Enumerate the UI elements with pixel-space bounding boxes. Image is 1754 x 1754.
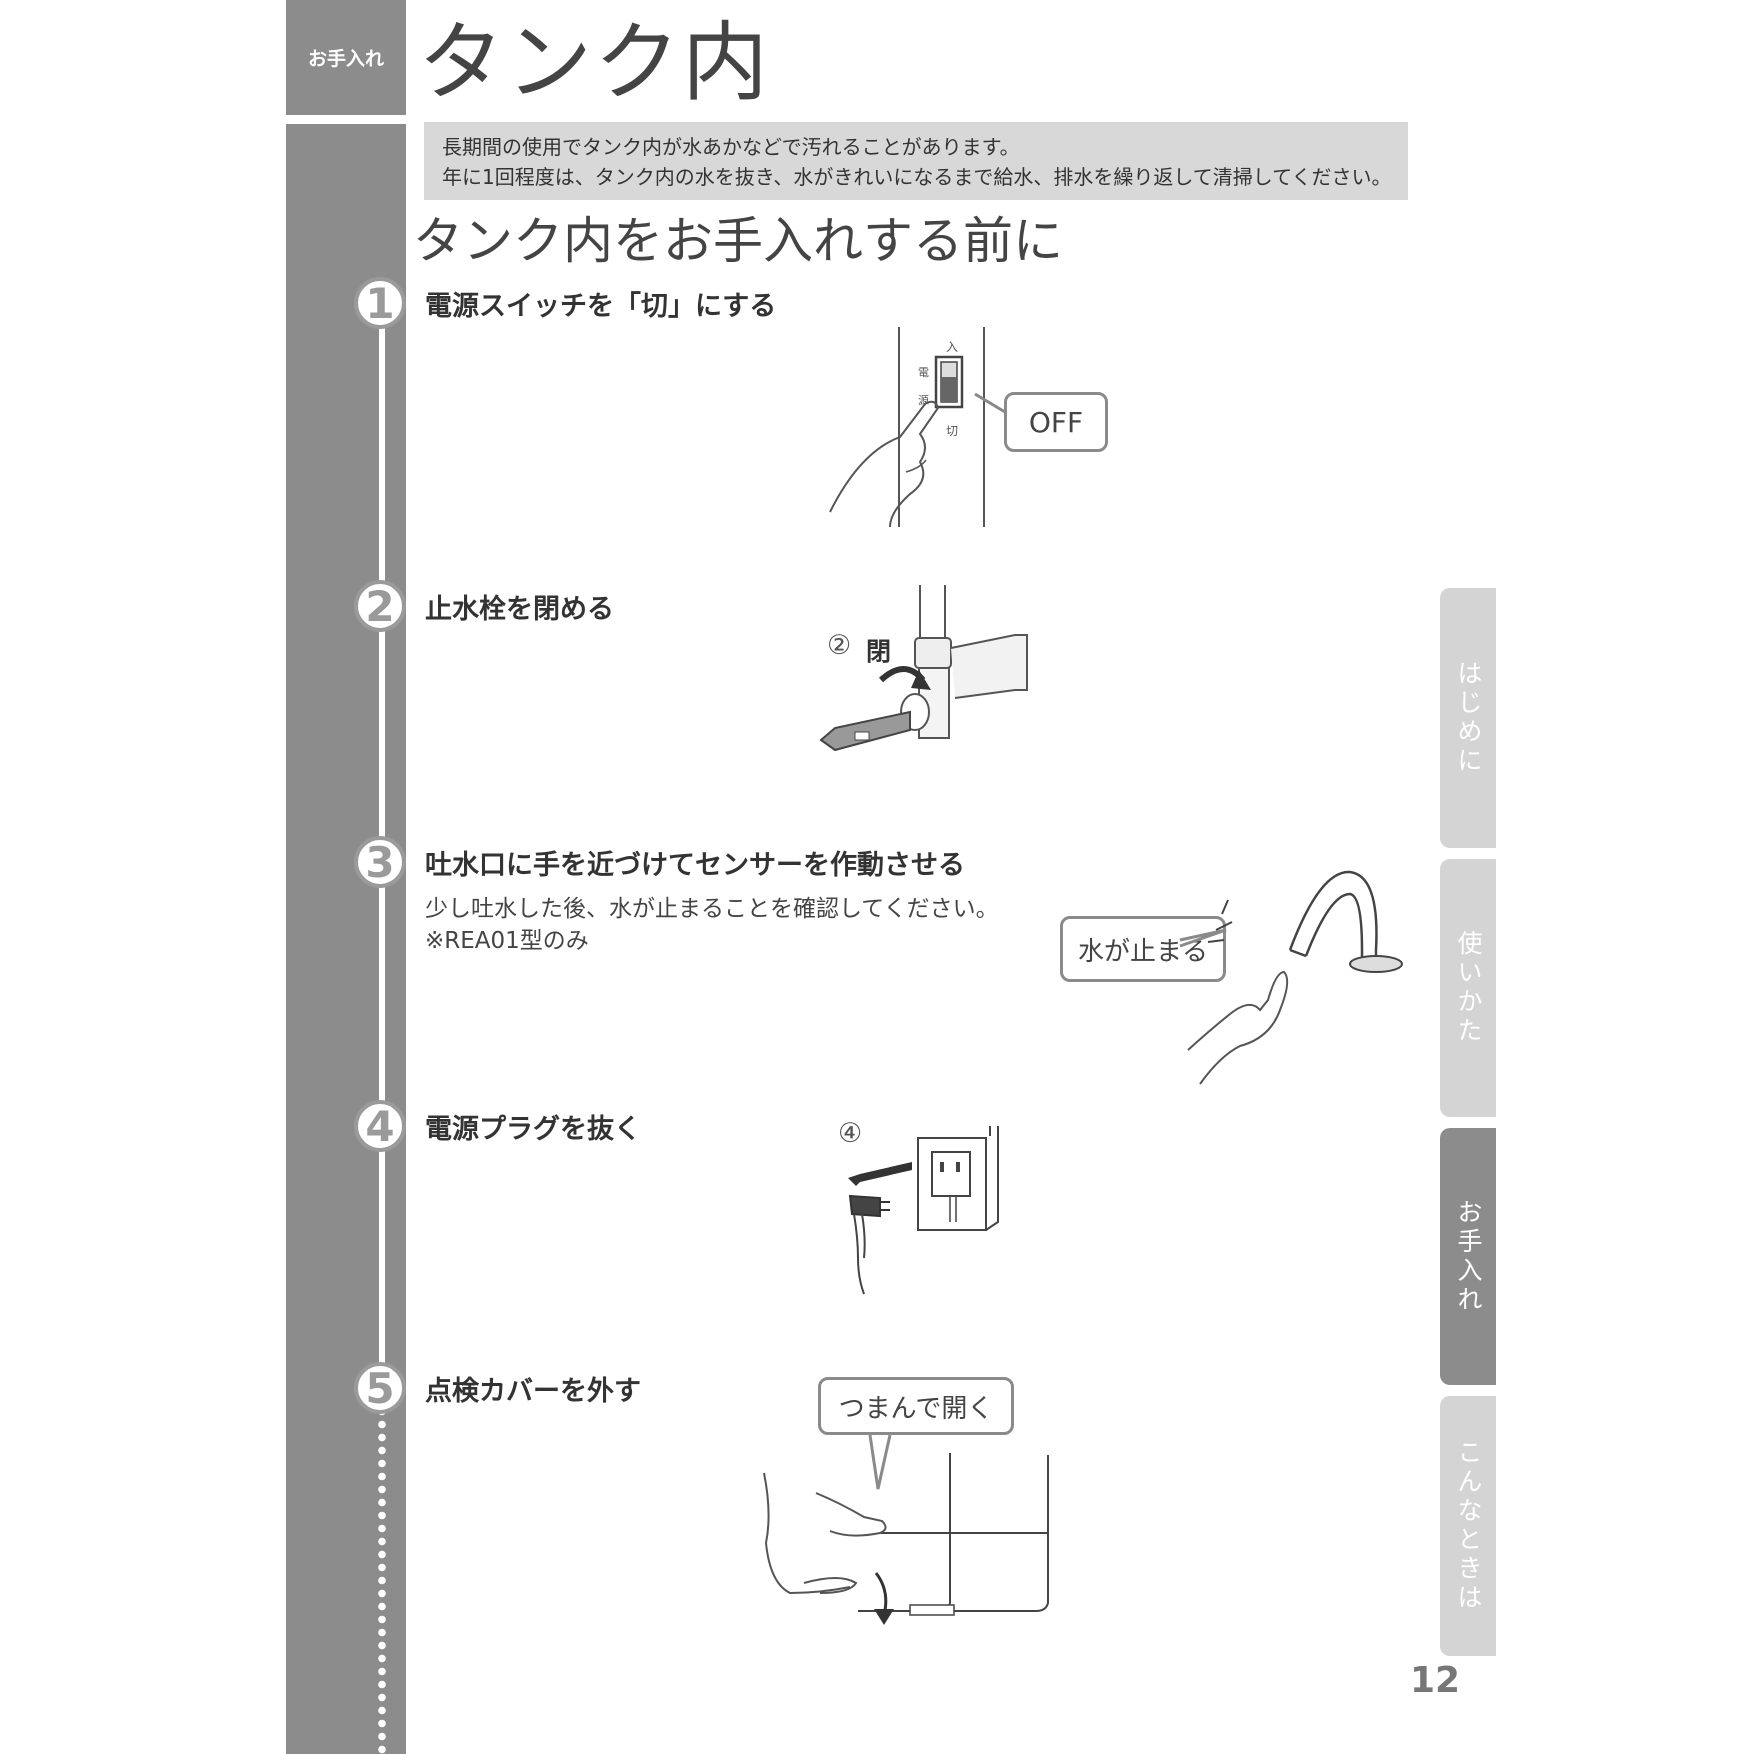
tab-introduction[interactable]: はじめに [1440, 588, 1496, 848]
step-heading-2: 止水栓を閉める [425, 594, 614, 625]
step-number-3: 3 [354, 836, 406, 888]
tab-usage[interactable]: 使いかた [1440, 859, 1496, 1117]
switch-side-label-2: 源 [918, 394, 929, 407]
page-title: タンク内 [418, 13, 770, 113]
off-callout: OFF [1004, 392, 1108, 452]
step-3-body: 少し吐水した後、水が止まることを確認してください。 [425, 896, 999, 922]
switch-label-on: 入 [946, 340, 959, 354]
intro-line-2: 年に1回程度は、タンク内の水を抜き、水がきれいになるまで給水、排水を繰り返して清… [442, 165, 1392, 189]
faucet-sensor-illustration [1179, 870, 1403, 1085]
step-heading-3: 吐水口に手を近づけてセンサーを作動させる [425, 850, 965, 881]
step-heading-4: 電源プラグを抜く [425, 1114, 641, 1145]
step-heading-1: 電源スイッチを「切」にする [425, 291, 777, 322]
pinch-open-callout: つまんで開く [818, 1377, 1014, 1435]
switch-side-label-1: 電 [918, 366, 929, 379]
plug-step-marker: ④ [838, 1118, 863, 1149]
valve-step-marker: ② [827, 630, 852, 661]
step-number-1: 1 [354, 277, 406, 329]
page-number: 12 [1410, 1660, 1461, 1701]
step-timeline-dots [376, 1405, 388, 1754]
intro-line-1: 長期間の使用でタンク内が水あかなどで汚れることがあります。 [442, 135, 1020, 159]
switch-label-off: 切 [946, 424, 959, 438]
tab-maintenance[interactable]: お手入れ [1440, 1128, 1496, 1385]
step-heading-5: 点検カバーを外す [425, 1376, 641, 1407]
stop-valve-illustration [819, 585, 1028, 752]
tab-troubleshooting[interactable]: こんなときは [1440, 1396, 1496, 1656]
category-tag: お手入れ [286, 0, 406, 115]
power-plug-illustration [848, 1126, 999, 1295]
intro-box: 長期間の使用でタンク内が水あかなどで汚れることがあります。 年に1回程度は、タン… [424, 122, 1408, 200]
side-band [286, 124, 406, 1754]
valve-close-label: 閉 [866, 637, 892, 666]
power-switch-illustration [829, 327, 1006, 528]
section-heading: タンク内をお手入れする前に [413, 212, 1063, 270]
inspection-cover-illustration [763, 1434, 1049, 1625]
step-number-4: 4 [354, 1100, 406, 1152]
step-3-note: ※REA01型のみ [425, 928, 589, 954]
step-number-5: 5 [354, 1362, 406, 1414]
step-number-2: 2 [354, 580, 406, 632]
water-stops-callout: 水が止まる [1060, 916, 1226, 982]
